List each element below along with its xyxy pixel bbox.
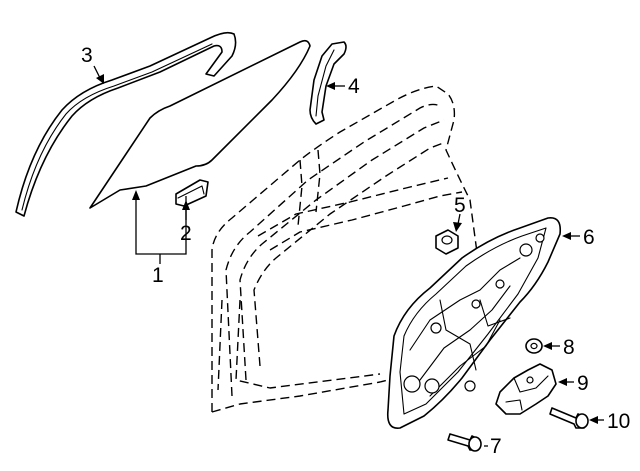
callout-labels: 1 2 3 4 5 6 7 8 9 10 <box>81 44 630 458</box>
callout-5: 5 <box>454 194 466 217</box>
callout-1: 1 <box>152 264 164 287</box>
leader-9-arrow <box>558 378 567 386</box>
part-9-regulator-motor <box>495 363 557 415</box>
callout-9: 9 <box>577 372 589 395</box>
leader-5-arrow <box>453 222 462 232</box>
callout-2: 2 <box>180 222 192 245</box>
leader-lines <box>93 65 604 447</box>
callout-6: 6 <box>583 226 595 249</box>
part-6-regulator-plate <box>386 217 562 429</box>
callout-3: 3 <box>81 44 93 67</box>
callout-7: 7 <box>490 435 502 458</box>
leader-10-arrow <box>589 416 598 424</box>
callout-4: 4 <box>348 75 360 98</box>
leader-3 <box>93 65 101 79</box>
leader-1-arrow <box>132 190 140 200</box>
part-7-bolt <box>447 433 482 452</box>
part-5-nut <box>435 229 459 255</box>
part-3-run-channel <box>15 31 237 217</box>
leader-8-arrow <box>543 342 552 350</box>
leader-5 <box>457 213 461 225</box>
part-1-door-glass <box>89 39 311 209</box>
callout-8: 8 <box>563 336 575 359</box>
leader-6-arrow <box>562 232 571 240</box>
part-10-bolt <box>549 407 589 429</box>
leader-1 <box>135 196 187 255</box>
leader-3-arrow <box>96 74 104 84</box>
callout-10: 10 <box>607 410 630 433</box>
part-2-glass-clip <box>175 179 209 207</box>
leader-2-arrow <box>182 200 190 210</box>
part-4-channel-insert <box>309 41 347 125</box>
part-8-washer <box>525 338 543 354</box>
leader-4-arrow <box>326 82 335 90</box>
